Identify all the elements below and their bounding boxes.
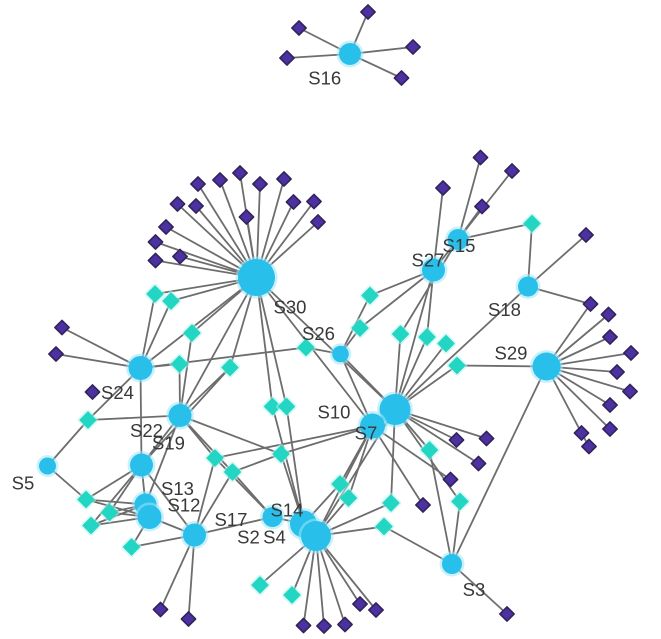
svg-text:S2: S2	[237, 527, 260, 548]
svg-text:S3: S3	[463, 579, 486, 600]
svg-text:S26: S26	[302, 323, 335, 344]
svg-text:S12: S12	[168, 495, 201, 516]
svg-text:S13: S13	[161, 478, 194, 499]
svg-text:S22: S22	[130, 420, 163, 441]
svg-text:S5: S5	[12, 473, 35, 494]
svg-text:S14: S14	[271, 500, 304, 521]
svg-text:S4: S4	[263, 527, 286, 548]
svg-text:S18: S18	[488, 299, 521, 320]
svg-text:S17: S17	[215, 509, 248, 530]
svg-text:S27: S27	[412, 250, 445, 271]
svg-text:S30: S30	[274, 297, 307, 318]
svg-text:S16: S16	[308, 68, 341, 89]
svg-text:S7: S7	[355, 423, 378, 444]
svg-text:S10: S10	[318, 402, 351, 423]
svg-text:S24: S24	[101, 382, 134, 403]
svg-text:S15: S15	[443, 235, 476, 256]
svg-text:S29: S29	[495, 343, 528, 364]
svg-text:S19: S19	[152, 432, 185, 453]
